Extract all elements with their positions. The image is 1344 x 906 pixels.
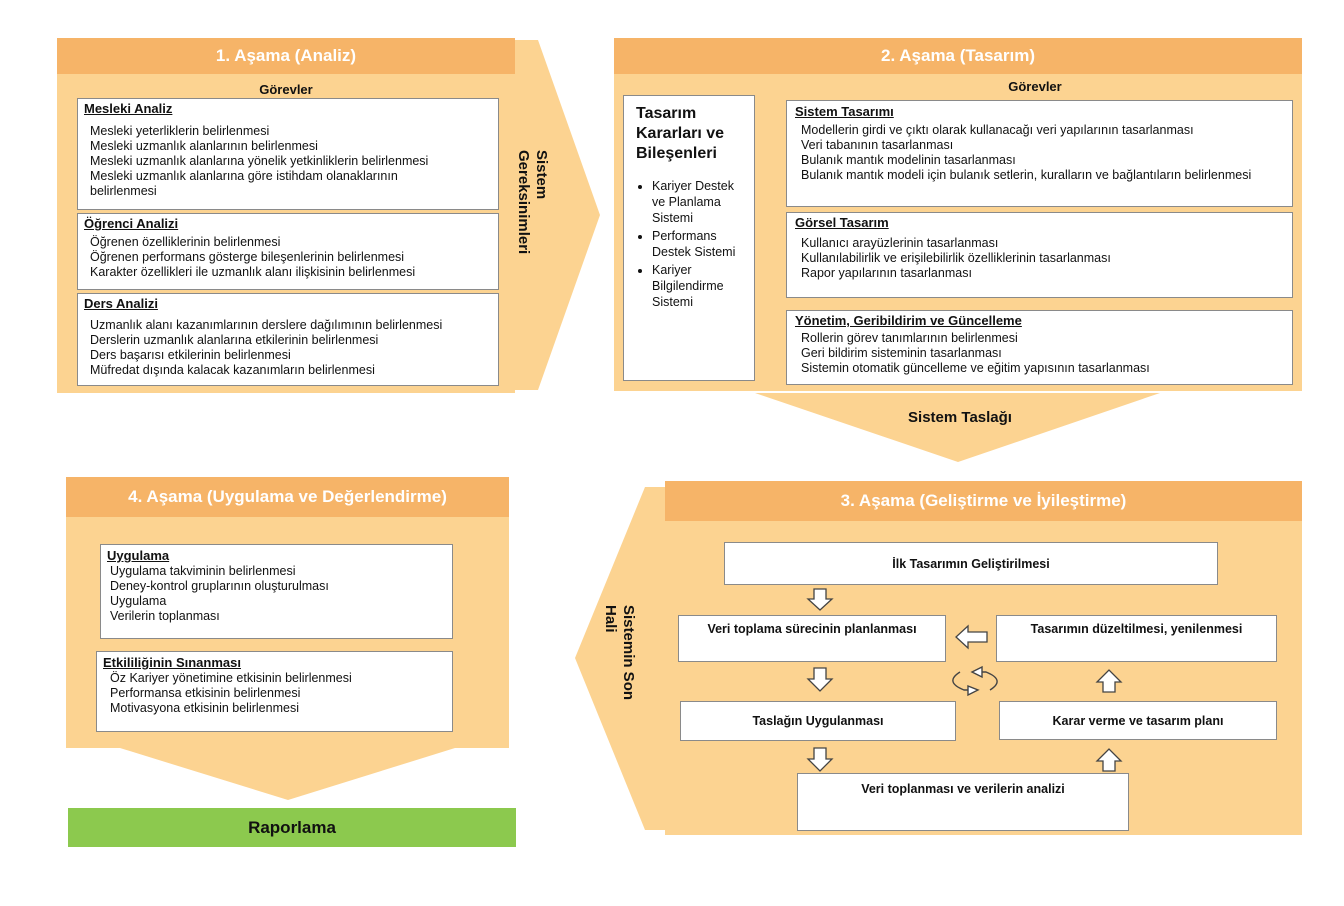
list-item: Uygulama: [110, 594, 167, 608]
section-title: Uygulama: [107, 548, 170, 563]
section-title: Görsel Tasarım: [795, 215, 889, 230]
report-box: Raporlama: [68, 808, 516, 847]
stage1-section-ogrenci: Öğrenci Analizi Öğrenen özelliklerinin b…: [77, 213, 499, 290]
up-arrow-icon: [1095, 748, 1123, 772]
section-title: Ders Analizi: [84, 296, 158, 311]
list-item: belirlenmesi: [90, 184, 157, 198]
list-item: Ders başarısı etkilerinin belirlenmesi: [90, 348, 291, 362]
list-item: Kullanılabilirlik ve erişilebilirlik öze…: [801, 251, 1111, 265]
section-title: Sistem Tasarımı: [795, 104, 894, 119]
down-arrow-icon: [806, 588, 834, 611]
arrow-3-4-label-line2: Hali: [602, 605, 619, 633]
list-item: Rollerin görev tanımlarının belirlenmesi: [801, 331, 1018, 345]
list-item: Uygulama takviminin belirlenmesi: [110, 564, 296, 578]
list-item: Bulanık mantık modeli için bulanık setle…: [801, 168, 1252, 182]
stage1-tasks-label: Görevler: [259, 82, 313, 97]
arrow-1-2-label-line1: Sistem: [533, 150, 550, 200]
list-item: Verilerin toplanması: [110, 609, 220, 623]
stage4-title: 4. Aşama (Uygulama ve Değerlendirme): [66, 477, 509, 517]
list-item: Müfredat dışında kalacak kazanımların be…: [90, 363, 375, 377]
left-arrow-icon: [955, 624, 988, 650]
arrow-2-3-label: Sistem Taslağı: [908, 409, 1012, 426]
cycle-icon: [952, 665, 998, 697]
stage2-title: 2. Aşama (Tasarım): [614, 38, 1302, 74]
section-title: Yönetim, Geribildirim ve Güncelleme: [795, 313, 1022, 328]
list-item: Mesleki yeterliklerin belirlenmesi: [90, 124, 270, 138]
list-item: Deney-kontrol gruplarının oluşturulması: [110, 579, 329, 593]
list-item: Motivasyona etkisinin belirlenmesi: [110, 701, 299, 715]
arrow-1-2-label: Sistem Gereksinimleri: [514, 150, 550, 280]
process-first-design: İlk Tasarımın Geliştirilmesi: [724, 542, 1218, 585]
list-item: Mesleki uzmanlık alanlarına göre istihda…: [90, 169, 398, 183]
stage1-title: 1. Aşama (Analiz): [57, 38, 515, 74]
list-item: Kullanıcı arayüzlerinin tasarlanması: [801, 236, 999, 250]
list-item: Uzmanlık alanı kazanımlarının derslere d…: [90, 318, 443, 332]
list-item: Bulanık mantık modelinin tasarlanması: [801, 153, 1016, 167]
decision-item: Kariyer Destek ve Planlama Sistemi: [652, 178, 746, 226]
list-item: Veri tabanının tasarlanması: [801, 138, 954, 152]
process-apply-draft: Taslağın Uygulanması: [680, 701, 956, 741]
decision-item: Kariyer Bilgilendirme Sistemi: [652, 262, 746, 310]
list-item: Performansa etkisinin belirlenmesi: [110, 686, 301, 700]
arrow-stage3-to-stage4: [575, 487, 665, 830]
arrow-stage2-to-stage3: [755, 393, 1160, 462]
decisions-title: Tasarım Kararları ve Bileşenleri: [636, 105, 725, 162]
stage2-decisions-box: Tasarım Kararları ve Bileşenleri Kariyer…: [623, 95, 755, 381]
list-item: Sistemin otomatik güncelleme ve eğitim y…: [801, 361, 1150, 375]
arrow-3-4-label-line1: Sistemin Son: [620, 605, 637, 701]
list-item: Mesleki uzmanlık alanlarına yönelik yetk…: [90, 154, 429, 168]
stage2-tasks-label: Görevler: [1008, 79, 1062, 94]
stage1-section-mesleki: Mesleki Analiz Mesleki yeterliklerin bel…: [77, 98, 499, 210]
list-item: Modellerin girdi ve çıktı olarak kullana…: [801, 123, 1194, 137]
stage4-section-etkililik: Etkililiğinin Sınanması Öz Kariyer yönet…: [96, 651, 453, 732]
process-revise: Tasarımın düzeltilmesi, yenilenmesi: [996, 615, 1277, 662]
arrow-3-4-label: Sistemin Son Hali: [601, 605, 637, 725]
stage2-section-sistem: Sistem Tasarımı Modellerin girdi ve çıkt…: [786, 100, 1293, 207]
stage2-section-gorsel: Görsel Tasarım Kullanıcı arayüzlerinin t…: [786, 212, 1293, 298]
list-item: Rapor yapılarının tasarlanması: [801, 266, 972, 280]
section-title: Etkililiğinin Sınanması: [103, 655, 241, 670]
list-item: Öğrenen özelliklerinin belirlenmesi: [90, 235, 281, 249]
process-data-plan: Veri toplama sürecinin planlanması: [678, 615, 946, 662]
list-item: Karakter özellikleri ile uzmanlık alanı …: [90, 265, 416, 279]
list-item: Derslerin uzmanlık alanlarına etkilerini…: [90, 333, 379, 347]
stage2-section-yonetim: Yönetim, Geribildirim ve Güncelleme Roll…: [786, 310, 1293, 385]
section-title: Mesleki Analiz: [84, 101, 173, 116]
process-decide: Karar verme ve tasarım planı: [999, 701, 1277, 740]
down-arrow-icon: [806, 747, 834, 772]
arrow-stage4-to-report: [120, 748, 455, 800]
list-item: Öğrenen performans gösterge bileşenlerin…: [90, 250, 405, 264]
stage4-section-uygulama: Uygulama Uygulama takviminin belirlenmes…: [100, 544, 453, 639]
list-item: Geri bildirim sisteminin tasarlanması: [801, 346, 1002, 360]
arrow-1-2-label-line2: Gereksinimleri: [515, 150, 532, 255]
decision-item: Performans Destek Sistemi: [652, 228, 746, 260]
list-item: Mesleki uzmanlık alanlarının belirlenmes…: [90, 139, 318, 153]
up-arrow-icon: [1095, 669, 1123, 693]
list-item: Öz Kariyer yönetimine etkisinin belirlen…: [110, 671, 352, 685]
section-title: Öğrenci Analizi: [84, 216, 179, 231]
arrow-stage1-to-stage2: [512, 40, 600, 390]
stage3-title: 3. Aşama (Geliştirme ve İyileştirme): [665, 481, 1302, 521]
down-arrow-icon: [806, 667, 834, 692]
process-collect: Veri toplanması ve verilerin analizi: [797, 773, 1129, 831]
stage1-section-ders: Ders Analizi Uzmanlık alanı kazanımların…: [77, 293, 499, 386]
